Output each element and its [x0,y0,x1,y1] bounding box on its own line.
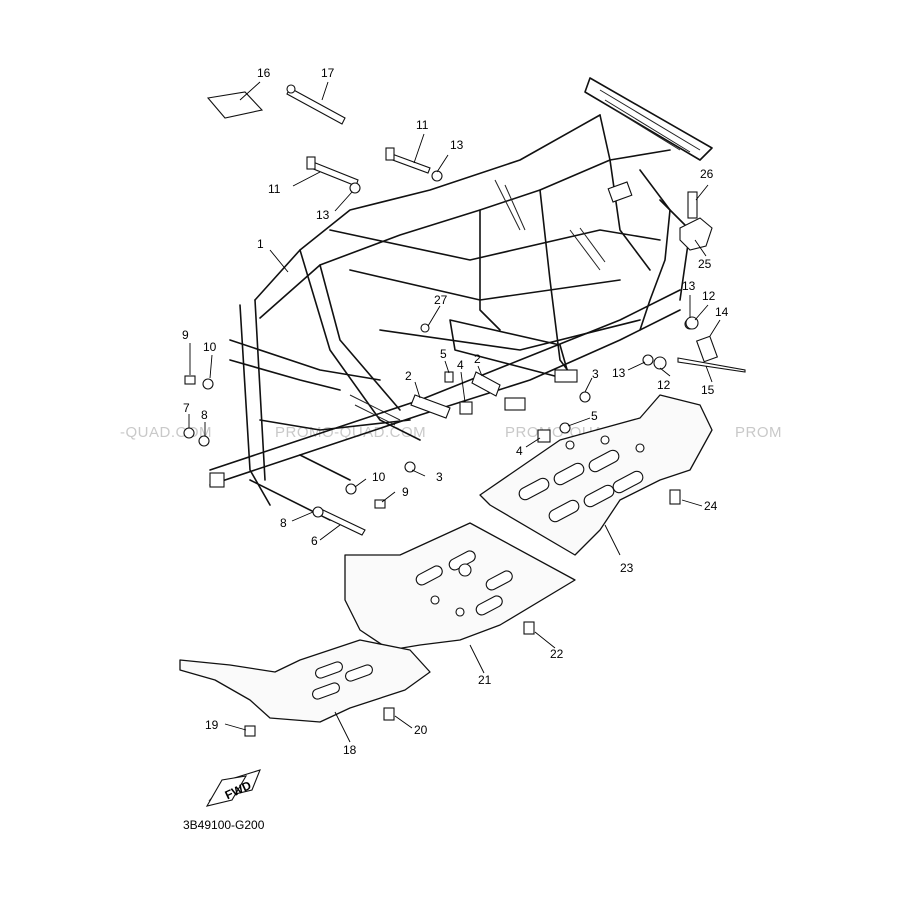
callout-24: 24 [704,499,718,513]
callout-11-left: 11 [268,182,281,196]
callout-6: 6 [311,534,318,548]
callout-11-top: 11 [416,118,429,132]
callout-2-right: 2 [474,352,481,366]
callout-17: 17 [321,66,335,80]
callout-26: 26 [700,167,714,181]
leader-lines [188,81,721,743]
svg-text:PROM: PROM [735,424,782,441]
callout-5-right: 5 [591,409,598,423]
callout-23: 23 [620,561,634,575]
callout-14: 14 [715,305,729,319]
callout-21: 21 [478,673,492,687]
callout-25: 25 [698,257,712,271]
diagram-code: 3B49100-G200 [183,818,265,832]
svg-text:-QUAD.COM: -QUAD.COM [120,424,212,441]
callout-22: 22 [550,647,564,661]
callout-10-upper: 10 [203,340,217,354]
fwd-arrow-icon: FWD [205,769,261,807]
skid-plate-18 [179,639,431,723]
callout-27: 27 [434,293,448,307]
callout-13-top: 13 [450,138,464,152]
callout-5-left: 5 [440,347,447,361]
callout-3-right: 3 [592,367,599,381]
main-frame [209,77,713,521]
callout-2-left: 2 [405,369,412,383]
callout-13-left: 13 [316,208,330,222]
callout-10-lower: 10 [372,470,386,484]
callout-8-lower: 8 [280,516,287,530]
callout-3-left: 3 [436,470,443,484]
callout-1: 1 [257,237,264,251]
callout-20: 20 [414,723,428,737]
callout-labels: 16 17 11 13 11 13 1 26 25 13 12 14 13 12… [182,66,729,757]
callout-15: 15 [701,383,715,397]
callout-4-upper: 4 [457,358,464,372]
callout-18: 18 [343,743,357,757]
callout-9-upper: 9 [182,328,189,342]
callout-12-right: 12 [702,289,716,303]
skid-plate-23 [479,394,713,556]
callout-19: 19 [205,718,219,732]
callout-13-lower: 13 [612,366,626,380]
callout-9-lower: 9 [402,485,409,499]
callout-12-lower: 12 [657,378,671,392]
skid-plate-21 [344,522,576,651]
callout-8-upper: 8 [201,408,208,422]
callout-13-right: 13 [682,279,696,293]
callout-4-lower: 4 [516,444,523,458]
callout-16: 16 [257,66,271,80]
callout-7: 7 [183,401,190,415]
